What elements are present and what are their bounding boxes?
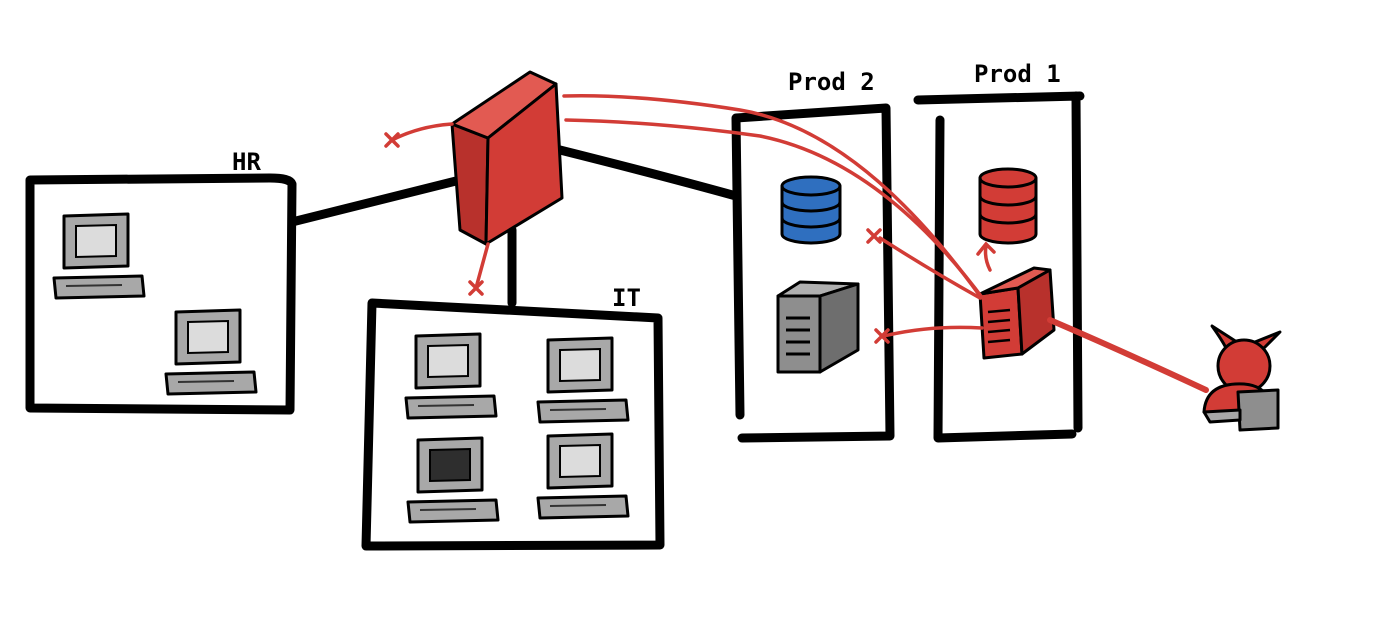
wire-firewall-prod2	[555, 145, 741, 201]
firewall-icon	[450, 70, 564, 246]
hr-computer-2	[164, 308, 258, 396]
attack-path-attacker-to-prod1-server	[1047, 317, 1209, 393]
devil-attacker-icon	[1202, 324, 1282, 432]
attack-path-server-to-prod2-database	[878, 236, 982, 300]
zone-prod2-label: Prod 2	[788, 68, 875, 96]
zone-hr: HR	[25, 148, 297, 415]
it-computer-4	[536, 432, 630, 520]
attack-path-firewall-to-it	[474, 242, 490, 290]
prod2-server	[776, 280, 860, 374]
it-computer-1	[404, 332, 498, 420]
blocked-x-prod2-database	[866, 228, 882, 244]
zone-prod1-label: Prod 1	[974, 60, 1061, 88]
zone-prod2-border	[731, 103, 895, 443]
attack-path-server-to-firewall-2	[564, 118, 986, 302]
prod1-database	[978, 167, 1038, 245]
blocked-x-outside	[384, 132, 400, 148]
attack-path-server-to-prod2-server	[882, 325, 984, 338]
hr-computer-1	[52, 212, 146, 300]
attack-path-server-to-database	[983, 244, 992, 272]
zone-prod1-border	[913, 91, 1085, 443]
attack-path-server-to-firewall-1	[562, 94, 982, 298]
blocked-x-it	[468, 280, 484, 296]
prod2-database	[780, 175, 842, 245]
zone-prod1: Prod 1	[913, 60, 1085, 443]
wire-hr-firewall	[287, 175, 465, 227]
zone-prod2: Prod 2	[731, 68, 895, 443]
zone-hr-border	[25, 173, 297, 415]
zone-it-border	[361, 298, 665, 551]
attack-path-firewall-to-outside	[390, 122, 454, 142]
zone-it-label: IT	[612, 284, 641, 312]
it-computer-3	[406, 436, 500, 524]
it-computer-2	[536, 336, 630, 424]
blocked-x-prod2-server	[874, 328, 890, 344]
attack-path-server-to-database-head	[976, 241, 996, 256]
zone-hr-label: HR	[232, 148, 261, 176]
prod1-compromised-server	[978, 266, 1056, 360]
zone-it: IT	[361, 284, 665, 551]
